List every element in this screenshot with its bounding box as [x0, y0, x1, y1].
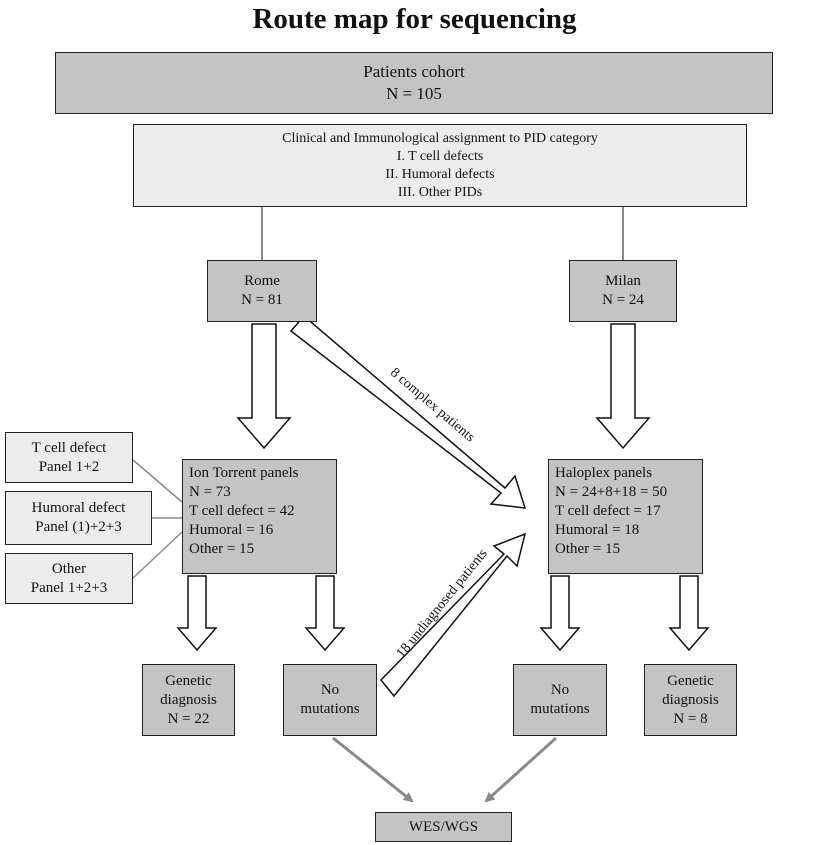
arrow-ion-to-no-mutations [304, 575, 346, 652]
haloplex-other: Other = 15 [555, 541, 621, 557]
milan-no-mutations-box: No mutations [513, 664, 607, 736]
ion-torrent-title: Ion Torrent panels [189, 465, 299, 481]
other-panel-spec: Panel 1+2+3 [30, 579, 108, 596]
pid-assignment-heading: Clinical and Immunological assignment to… [282, 130, 598, 146]
rome-genetic-diagnosis-box: Genetic diagnosis N = 22 [142, 664, 235, 736]
patients-cohort-label: Patients cohort [363, 62, 465, 81]
pid-category-2: II. Humoral defects [385, 166, 495, 182]
other-panel-box: Other Panel 1+2+3 [5, 553, 133, 604]
haloplex-title: Haloplex panels [555, 465, 653, 481]
pid-category-3: III. Other PIDs [397, 184, 483, 200]
humoral-panel-spec: Panel (1)+2+3 [35, 519, 122, 535]
rome-no-mutations-line2: mutations [300, 701, 360, 717]
undiagnosed-patients-label: 18 undiagnosed patients [394, 546, 491, 661]
rome-diagnosis-count: N = 22 [167, 710, 210, 727]
haloplex-box: Haloplex panels N = 24+8+18 = 50 T cell … [548, 459, 703, 574]
ion-torrent-other: Other = 15 [189, 541, 255, 557]
arrow-milan-to-haloplex [595, 323, 651, 450]
ion-torrent-t-cell: T cell defect = 42 [189, 503, 295, 519]
other-panel-label: Other [51, 560, 87, 577]
ion-torrent-count: N = 73 [189, 484, 231, 500]
patients-cohort-count: N = 105 [386, 84, 442, 103]
milan-diagnosis-line1: Genetic [667, 672, 714, 689]
rome-diagnosis-line1: Genetic [165, 672, 212, 689]
humoral-panel-box: Humoral defect Panel (1)+2+3 [5, 491, 152, 545]
arrow-milan-no-mutations-to-wes [484, 736, 558, 803]
milan-no-mutations-line1: No [550, 682, 570, 698]
diagram-title: Route map for sequencing [252, 3, 577, 35]
wes-wgs-label: WES/WGS [408, 818, 479, 835]
arrow-complex-patients [289, 314, 527, 509]
wes-wgs-box: WES/WGS [375, 812, 512, 842]
arrow-ion-to-diagnosis [176, 575, 218, 652]
milan-no-mutations-line2: mutations [530, 701, 590, 717]
ion-torrent-humoral: Humoral = 16 [189, 522, 274, 538]
patients-cohort-box: Patients cohort N = 105 [55, 52, 773, 114]
milan-genetic-diagnosis-box: Genetic diagnosis N = 8 [644, 664, 737, 736]
pid-assignment-box: Clinical and Immunological assignment to… [133, 124, 747, 207]
arrow-rome-to-ion [236, 323, 292, 450]
arrow-undiagnosed-patients [379, 532, 527, 698]
ion-torrent-box: Ion Torrent panels N = 73 T cell defect … [182, 459, 337, 574]
rome-no-mutations-box: No mutations [283, 664, 377, 736]
rome-diagnosis-line2: diagnosis [160, 691, 217, 708]
milan-diagnosis-count: N = 8 [673, 710, 708, 727]
arrow-haloplex-to-diagnosis [668, 575, 710, 652]
t-cell-panel-spec: Panel 1+2 [38, 458, 100, 475]
milan-count: N = 24 [602, 292, 644, 308]
haloplex-t-cell: T cell defect = 17 [555, 503, 661, 519]
rome-no-mutations-line1: No [320, 682, 340, 698]
haloplex-humoral: Humoral = 18 [555, 522, 640, 538]
haloplex-count: N = 24+8+18 = 50 [555, 484, 668, 500]
arrow-haloplex-to-no-mutations [539, 575, 581, 652]
t-cell-panel-label: T cell defect [31, 439, 107, 456]
milan-label: Milan [605, 273, 641, 289]
humoral-panel-label: Humoral defect [31, 500, 126, 516]
rome-count: N = 81 [241, 292, 283, 308]
pid-category-1: I. T cell defects [396, 148, 484, 164]
rome-box: Rome N = 81 [207, 260, 317, 322]
rome-label: Rome [244, 273, 280, 289]
connector-other-panel [132, 531, 183, 579]
milan-diagnosis-line2: diagnosis [662, 691, 719, 708]
connector-t-cell-panel [132, 459, 183, 503]
t-cell-panel-box: T cell defect Panel 1+2 [5, 432, 133, 483]
arrow-no-mutations-to-wes [332, 736, 414, 803]
milan-box: Milan N = 24 [569, 260, 677, 322]
